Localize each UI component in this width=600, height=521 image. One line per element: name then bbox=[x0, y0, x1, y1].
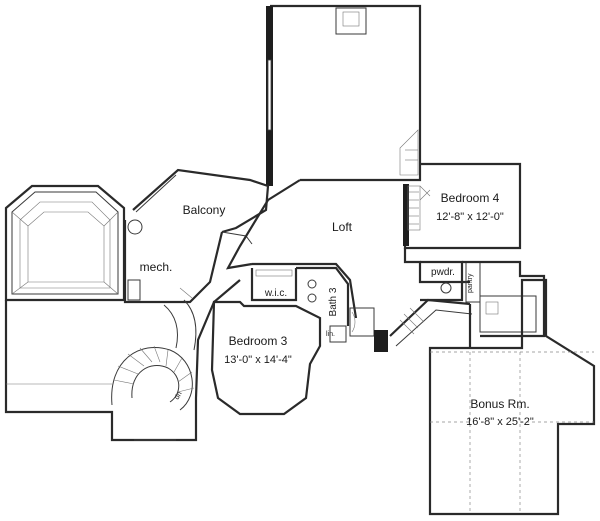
bath-3-label: Bath 3 bbox=[328, 287, 339, 316]
bedroom-3-walls bbox=[210, 300, 322, 416]
bedroom-4-dims: 12'-8" x 12'-0" bbox=[436, 211, 504, 223]
wic-bath3-walls bbox=[250, 266, 388, 352]
balcony-label: Balcony bbox=[183, 203, 226, 217]
bedroom-4-label: Bedroom 4 bbox=[441, 191, 500, 205]
hall-corridor bbox=[389, 298, 473, 348]
wic-label: w.i.c. bbox=[264, 288, 287, 299]
bonus-room-label: Bonus Rm. bbox=[470, 397, 529, 411]
upper-room-walls bbox=[266, 4, 422, 186]
bonus-room-dims: 16'-8" x 25'-2" bbox=[466, 416, 534, 428]
bedroom-3-label: Bedroom 3 bbox=[229, 334, 288, 348]
linen-label: lin. bbox=[326, 331, 335, 338]
stair-landing bbox=[4, 279, 241, 442]
bedroom-4-walls bbox=[403, 162, 522, 250]
spiral-staircase bbox=[111, 299, 197, 411]
powder-label: pwdr. bbox=[431, 267, 455, 278]
mech-label: mech. bbox=[140, 260, 173, 274]
pantry-label: pantry bbox=[467, 273, 474, 293]
loft-label: Loft bbox=[332, 220, 353, 234]
powder-pantry-walls bbox=[420, 260, 546, 338]
bonus-room-walls bbox=[428, 278, 596, 516]
left-octagon-room bbox=[4, 184, 126, 302]
bedroom-3-dims: 13'-0" x 14'-4" bbox=[224, 354, 292, 366]
stair-down-label: dn bbox=[174, 391, 184, 401]
